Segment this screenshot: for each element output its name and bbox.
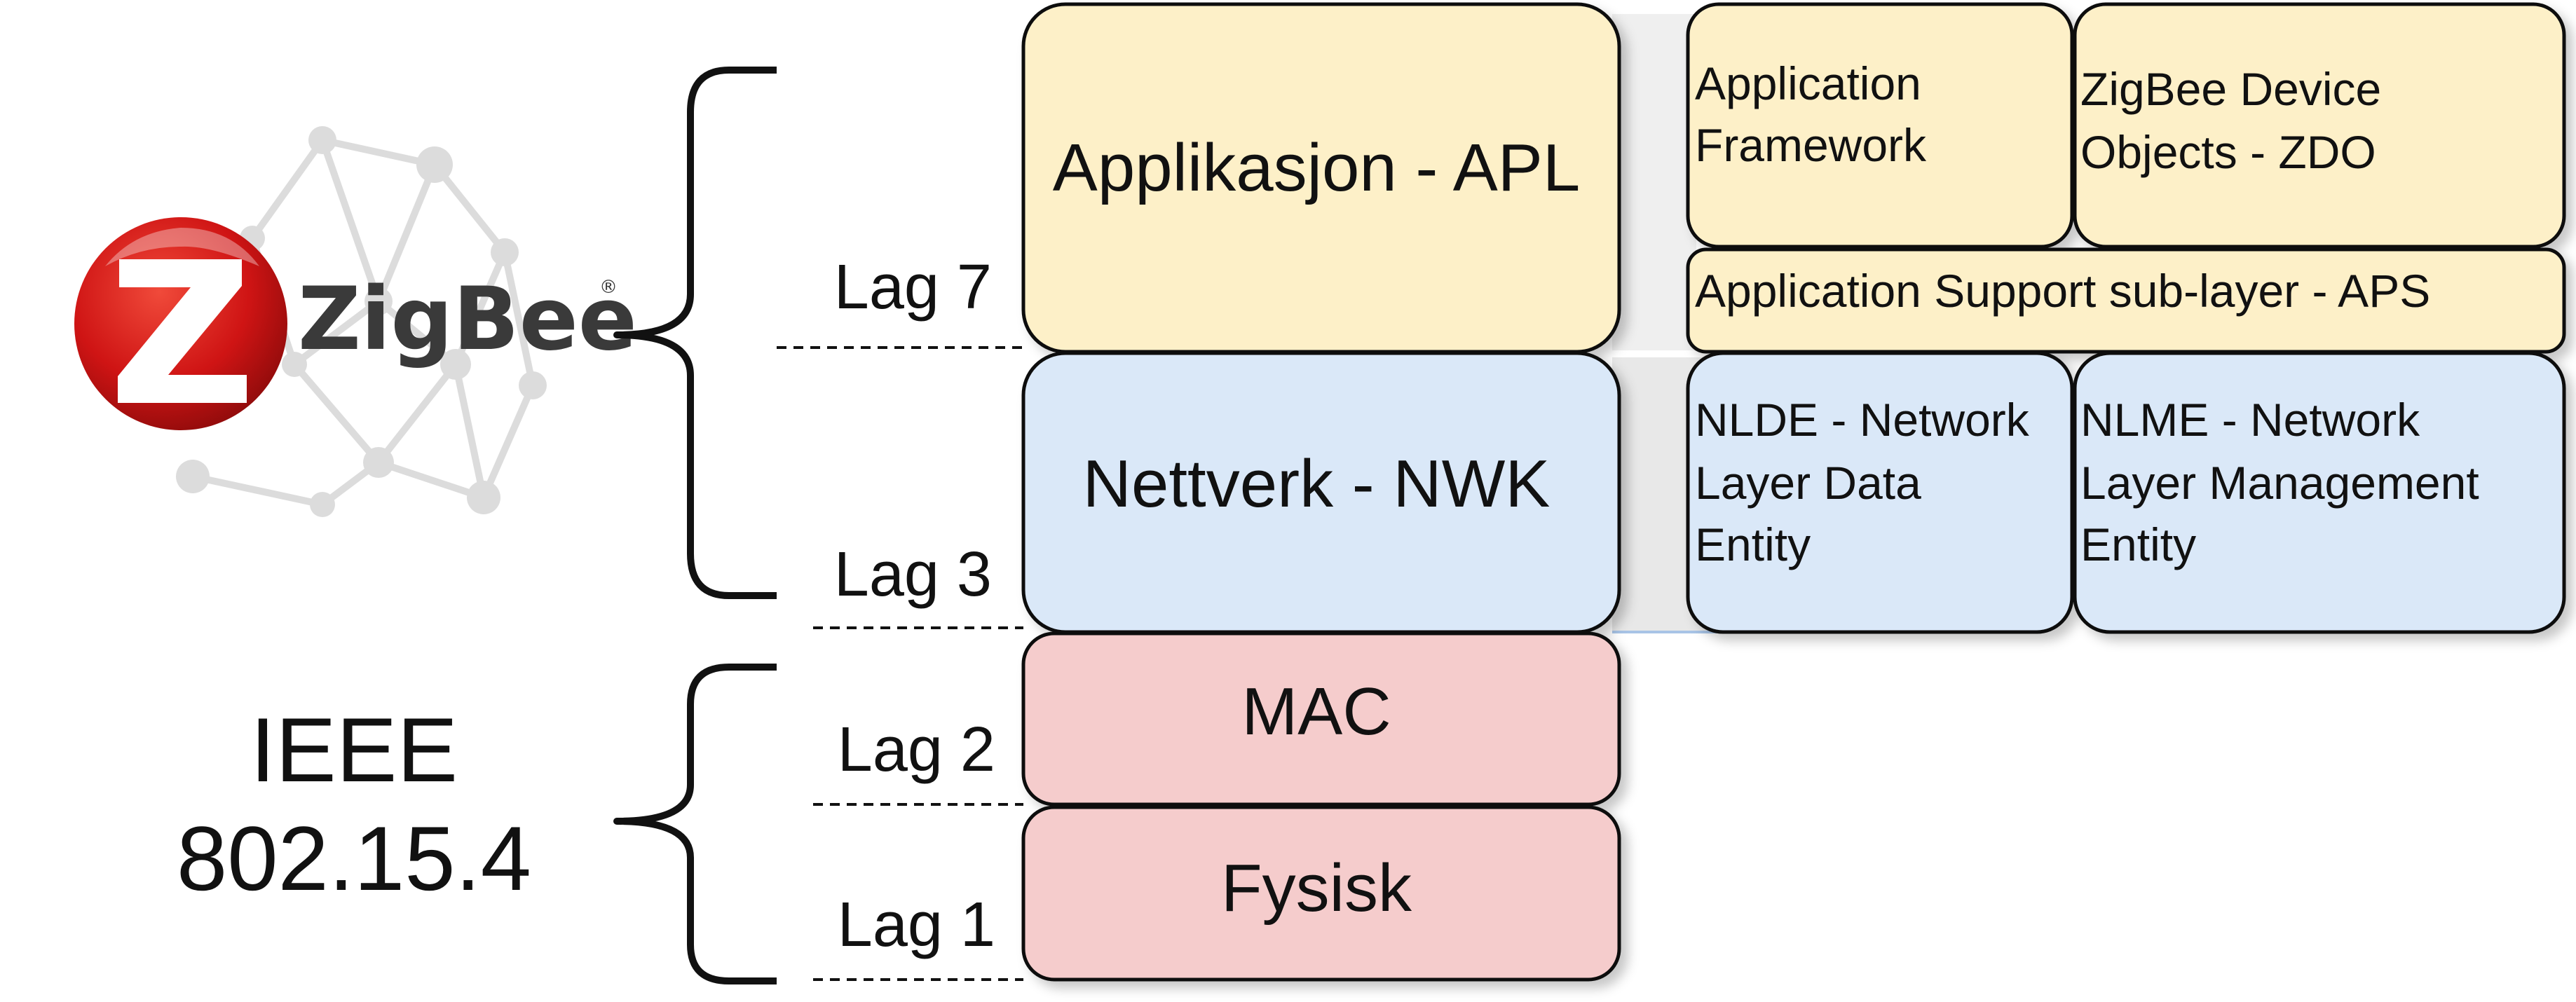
- nlde-label-line3: Entity: [1695, 519, 1811, 570]
- layer-label-lag3: Lag 3: [834, 540, 992, 610]
- phy-layer-box: [1021, 805, 1621, 982]
- layer-label-lag1: Lag 1: [838, 890, 995, 960]
- nlme-box: [2073, 351, 2566, 634]
- nlme-label-line1: NLME - Network: [2080, 394, 2420, 446]
- apl-layer-label: Applikasjon - APL: [1053, 130, 1580, 205]
- zigbee-brace: [613, 67, 777, 599]
- nwk-layer-label: Nettverk - NWK: [1083, 446, 1551, 521]
- framework-label-line1: Application: [1695, 57, 1921, 109]
- nlde-label-line1: NLDE - Network: [1695, 394, 2030, 446]
- ieee-brace: [613, 664, 777, 984]
- ieee-label-line2: 802.15.4: [177, 807, 531, 910]
- mac-layer-label: MAC: [1241, 674, 1391, 749]
- ieee-label-line1: IEEE: [250, 699, 458, 801]
- zdo-label-line1: ZigBee Device: [2080, 63, 2381, 115]
- layer-label-lag7: Lag 7: [834, 252, 992, 322]
- phy-layer-label: Fysisk: [1221, 851, 1412, 926]
- registered-mark: ®: [599, 277, 618, 298]
- zigbee-z-logo-icon: [74, 217, 287, 430]
- nlme-label-line2: Layer Management: [2080, 457, 2479, 509]
- layer-separators: [777, 346, 1023, 981]
- nlde-label-line2: Layer Data: [1695, 457, 1921, 509]
- network-nodes: [176, 126, 547, 517]
- zigbee-wordmark: ZigBee: [298, 269, 637, 370]
- mac-layer-box: [1021, 631, 1621, 807]
- framework-label-line2: Framework: [1695, 119, 1927, 171]
- zdo-label-line2: Objects - ZDO: [2080, 126, 2376, 178]
- layer-label-lag2: Lag 2: [838, 715, 995, 785]
- nlme-label-line3: Entity: [2080, 519, 2196, 570]
- nlde-box: [1686, 351, 2074, 634]
- apl-connector-band: [1612, 14, 1696, 350]
- application-framework-box: [1686, 2, 2074, 249]
- zdo-box: [2073, 2, 2566, 249]
- aps-label: Application Support sub-layer - APS: [1695, 265, 2430, 317]
